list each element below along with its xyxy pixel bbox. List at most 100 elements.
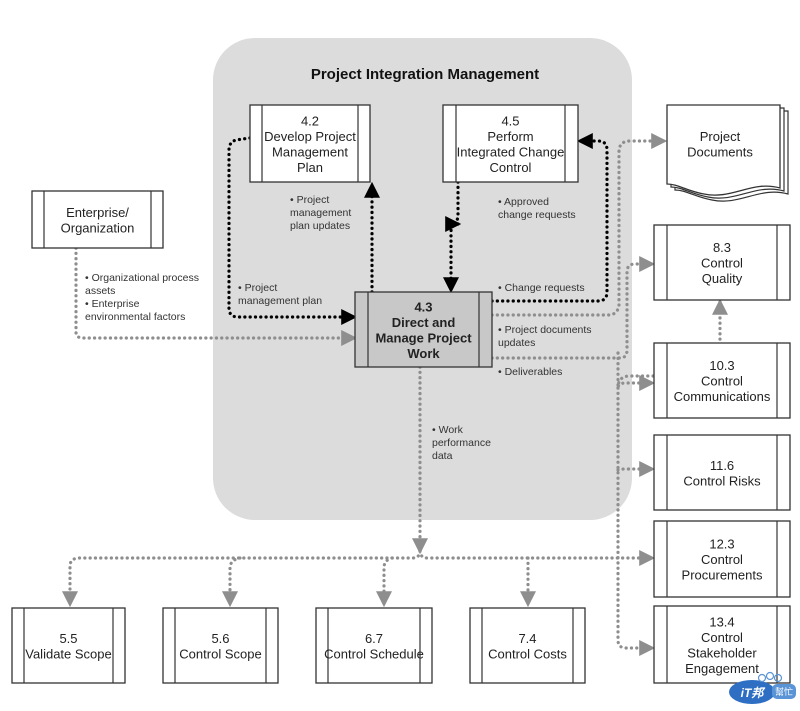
box-outline bbox=[653, 520, 791, 598]
label-project-management-plan: • Project bbox=[238, 282, 277, 294]
label-deliverables: • Deliverables bbox=[498, 366, 562, 378]
process-name-line: Control Costs bbox=[488, 646, 567, 661]
process-number: 6.7 bbox=[365, 631, 383, 646]
process-name-line: Work bbox=[407, 346, 440, 361]
process-name-line: Control bbox=[701, 374, 743, 389]
box-outline bbox=[31, 190, 164, 249]
box-outline bbox=[653, 605, 791, 684]
process-name-line: Integrated Change bbox=[457, 144, 565, 159]
flow-to-13-4 bbox=[616, 386, 656, 656]
label-change-requests: • Change requests bbox=[498, 282, 585, 294]
label-pmp-updates: management bbox=[290, 207, 351, 219]
label-work-performance-data: performance bbox=[432, 437, 491, 449]
process-number: 7.4 bbox=[518, 631, 536, 646]
process-name-line: Control Schedule bbox=[324, 646, 424, 661]
flow-to-5-5 bbox=[62, 549, 422, 608]
process-number: 4.2 bbox=[301, 113, 319, 128]
label-enterprise-inputs: assets bbox=[85, 285, 115, 297]
box-outline bbox=[653, 342, 791, 419]
process-number: 4.3 bbox=[414, 299, 432, 314]
label-enterprise-inputs: • Enterprise bbox=[85, 298, 140, 310]
label-pmp-updates: plan updates bbox=[290, 220, 350, 232]
enterprise-organization-box: Enterprise/Organization bbox=[31, 190, 164, 249]
process-number: 12.3 bbox=[709, 537, 734, 552]
documents-label-line: Documents bbox=[687, 145, 753, 160]
process-number: 5.6 bbox=[211, 631, 229, 646]
process-number: 10.3 bbox=[709, 358, 734, 373]
process-name-line: Control bbox=[701, 630, 743, 645]
svg-text:iT邦: iT邦 bbox=[741, 686, 767, 700]
box-outline bbox=[442, 104, 579, 183]
box-outline bbox=[11, 607, 126, 684]
process-name-line: Stakeholder bbox=[687, 645, 757, 660]
process-name-line: Control bbox=[701, 256, 743, 271]
box-outline bbox=[469, 607, 586, 684]
process-number: 11.6 bbox=[710, 458, 734, 473]
process-name-line: Organization bbox=[61, 220, 135, 235]
label-work-performance-data: • Work bbox=[432, 424, 464, 436]
label-approved-change-requests: • Approved bbox=[498, 196, 549, 208]
document-stack-front bbox=[666, 104, 781, 196]
flow-to-11-6 bbox=[616, 461, 656, 477]
box-outline bbox=[315, 607, 433, 684]
flow-pmp-to-4-3 bbox=[227, 136, 358, 325]
box-outline bbox=[162, 607, 279, 684]
process-name-line: Develop Project bbox=[264, 129, 356, 144]
process-name-line: Plan bbox=[297, 160, 323, 175]
process-name-line: Quality bbox=[702, 271, 743, 286]
process-name-line: Direct and bbox=[392, 315, 456, 330]
process-number: 8.3 bbox=[713, 240, 731, 255]
process-name-line: Control Risks bbox=[683, 473, 761, 488]
flow-change-requests-to-4-5 bbox=[490, 133, 609, 303]
label-project-documents-updates: • Project documents bbox=[498, 324, 592, 336]
process-name-line: Control bbox=[701, 552, 743, 567]
watermark-logo: iT邦 幫忙 bbox=[729, 671, 796, 704]
process-name-line: Manage Project bbox=[375, 330, 472, 345]
box-outline bbox=[653, 224, 791, 301]
flow-to-12-3 bbox=[418, 549, 656, 566]
label-enterprise-inputs: environmental factors bbox=[85, 311, 185, 323]
process-number: 4.5 bbox=[501, 113, 519, 128]
documents-label-line: Project bbox=[700, 129, 741, 144]
label-approved-change-requests: change requests bbox=[498, 209, 576, 221]
label-project-documents-updates: updates bbox=[498, 337, 535, 349]
label-project-management-plan: management plan bbox=[238, 295, 322, 307]
process-name-line: Communications bbox=[674, 389, 771, 404]
label-work-performance-data: data bbox=[432, 450, 453, 462]
flow-to-6-7 bbox=[376, 556, 394, 608]
process-name-line: Management bbox=[272, 144, 348, 159]
svg-text:幫忙: 幫忙 bbox=[775, 686, 793, 697]
flow-approved-to-4-3 bbox=[443, 222, 460, 294]
process-name-line: Control bbox=[490, 160, 532, 175]
process-name-line: Control Scope bbox=[179, 646, 261, 661]
region-title: Project Integration Management bbox=[311, 66, 539, 83]
box-outline bbox=[249, 104, 371, 183]
flow-enterprise-to-4-3 bbox=[74, 246, 358, 346]
process-number: 13.4 bbox=[709, 614, 734, 629]
flow-4-3-to-8-3 bbox=[490, 256, 656, 360]
process-name-line: Perform bbox=[487, 129, 533, 144]
box-outline bbox=[354, 291, 493, 368]
label-pmp-updates: • Project bbox=[290, 194, 329, 206]
process-name-line: Engagement bbox=[685, 661, 759, 676]
process-number: 5.5 bbox=[59, 631, 77, 646]
box-outline bbox=[653, 434, 791, 511]
flows bbox=[62, 133, 728, 656]
process-name-line: Procurements bbox=[682, 568, 763, 583]
process-name-line: Enterprise/ bbox=[66, 205, 129, 220]
process-name-line: Validate Scope bbox=[25, 646, 112, 661]
flow-to-5-6 bbox=[222, 556, 242, 608]
